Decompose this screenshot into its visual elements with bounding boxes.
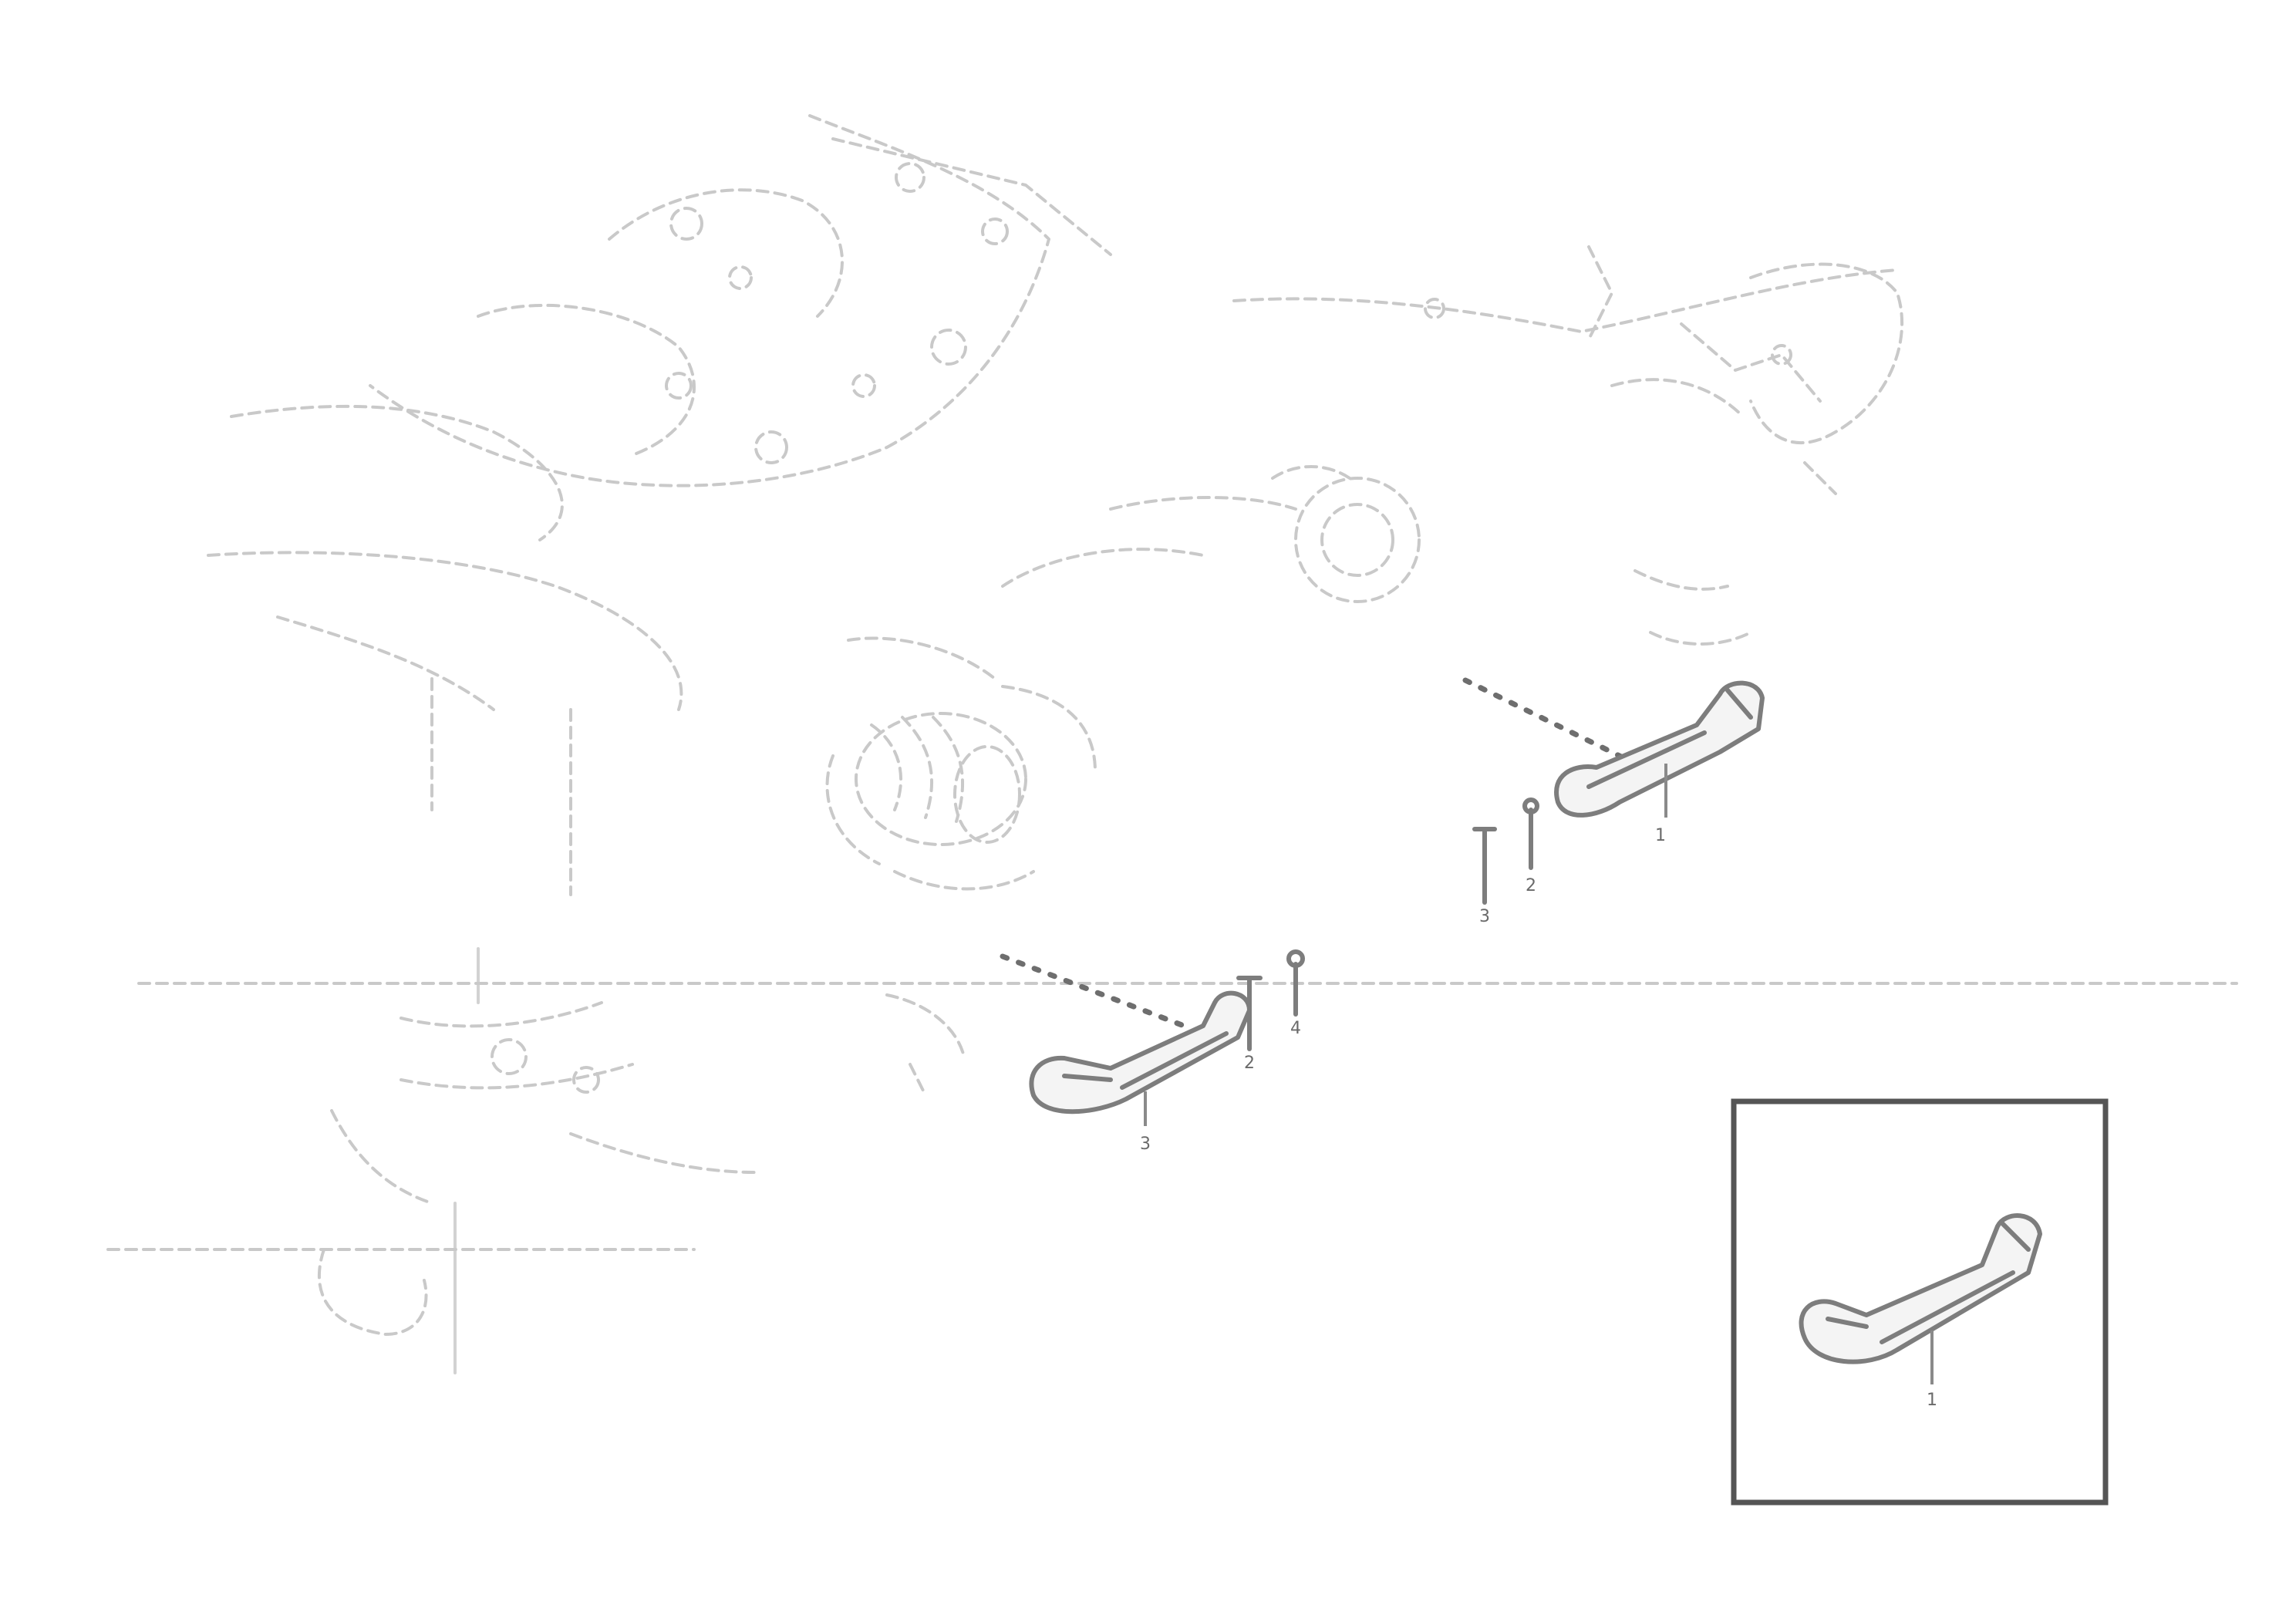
- callout-1-inset: 1: [1927, 1391, 1937, 1410]
- pedal-assembly-right: [1462, 677, 1765, 905]
- callout-1-left: 3: [1140, 1135, 1151, 1154]
- pedal-assembly-left: [1000, 949, 1305, 1126]
- callout-labels: 1 2 3 4 2 3: [1140, 826, 1666, 1154]
- callout-1-right: 1: [1655, 826, 1666, 845]
- inset-detail-box: 1: [1731, 1098, 2109, 1506]
- callout-3-right: 3: [1479, 907, 1490, 926]
- background-machine-outline: [106, 114, 2238, 1374]
- callout-2-left: 2: [1244, 1054, 1255, 1073]
- callout-4-left: 4: [1290, 1019, 1301, 1038]
- callout-2-right: 2: [1526, 876, 1536, 895]
